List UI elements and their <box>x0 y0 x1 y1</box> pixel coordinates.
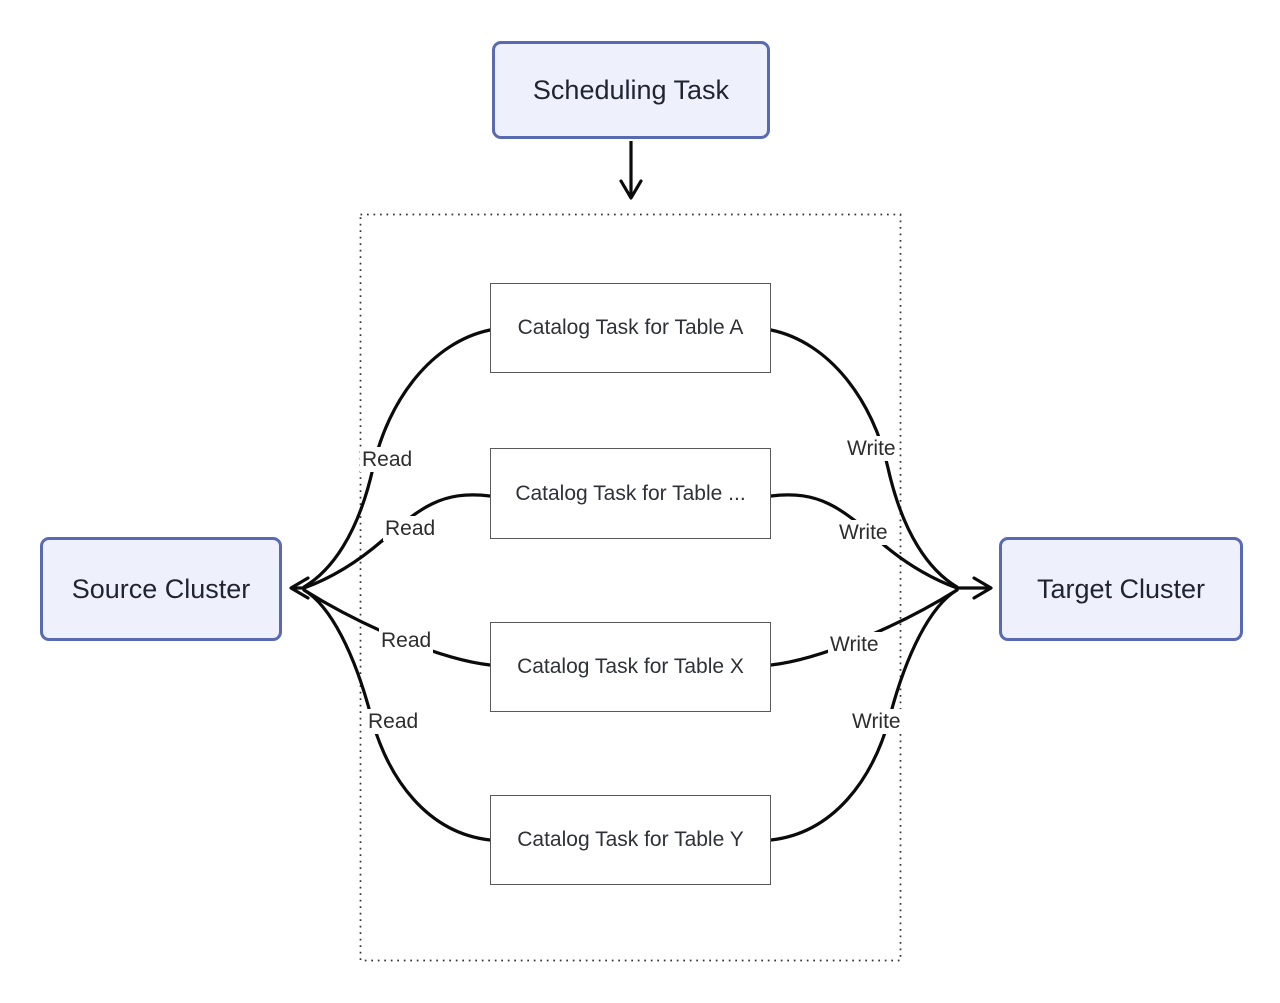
write-label-table-x: Write <box>828 632 881 657</box>
source-cluster-label: Source Cluster <box>71 573 251 604</box>
target-cluster-node: Target Cluster <box>999 537 1243 641</box>
source-cluster-node: Source Cluster <box>40 537 282 641</box>
read-label-table-x: Read <box>379 628 434 653</box>
catalog-task-table-x-label: Catalog Task for Table X <box>517 655 744 678</box>
read-edge-table-dots <box>302 493 492 590</box>
catalog-task-table-dots-label: Catalog Task for Table ... <box>515 481 746 505</box>
read-label-table-y: Read <box>366 709 421 734</box>
catalog-task-table-y-node: Catalog Task for Table Y <box>490 795 771 885</box>
write-label-table-y: Write <box>850 709 903 734</box>
scheduling-task-node: Scheduling Task <box>492 41 770 139</box>
write-label-table-a: Write <box>845 436 898 461</box>
catalog-task-table-x-node: Catalog Task for Table X <box>490 622 771 712</box>
catalog-task-table-a-node: Catalog Task for Table A <box>490 283 771 373</box>
target-cluster-label: Target Cluster <box>1036 573 1206 604</box>
catalog-task-table-y-label: Catalog Task for Table Y <box>517 828 744 851</box>
write-label-table-dots: Write <box>837 520 890 545</box>
read-label-table-a: Read <box>360 447 415 472</box>
scheduling-task-label: Scheduling Task <box>532 74 730 105</box>
catalog-task-table-a-label: Catalog Task for Table A <box>517 316 744 339</box>
catalog-task-table-dots-node: Catalog Task for Table ... <box>490 448 771 539</box>
write-edge-table-a <box>769 328 959 589</box>
read-label-table-dots: Read <box>383 516 438 541</box>
